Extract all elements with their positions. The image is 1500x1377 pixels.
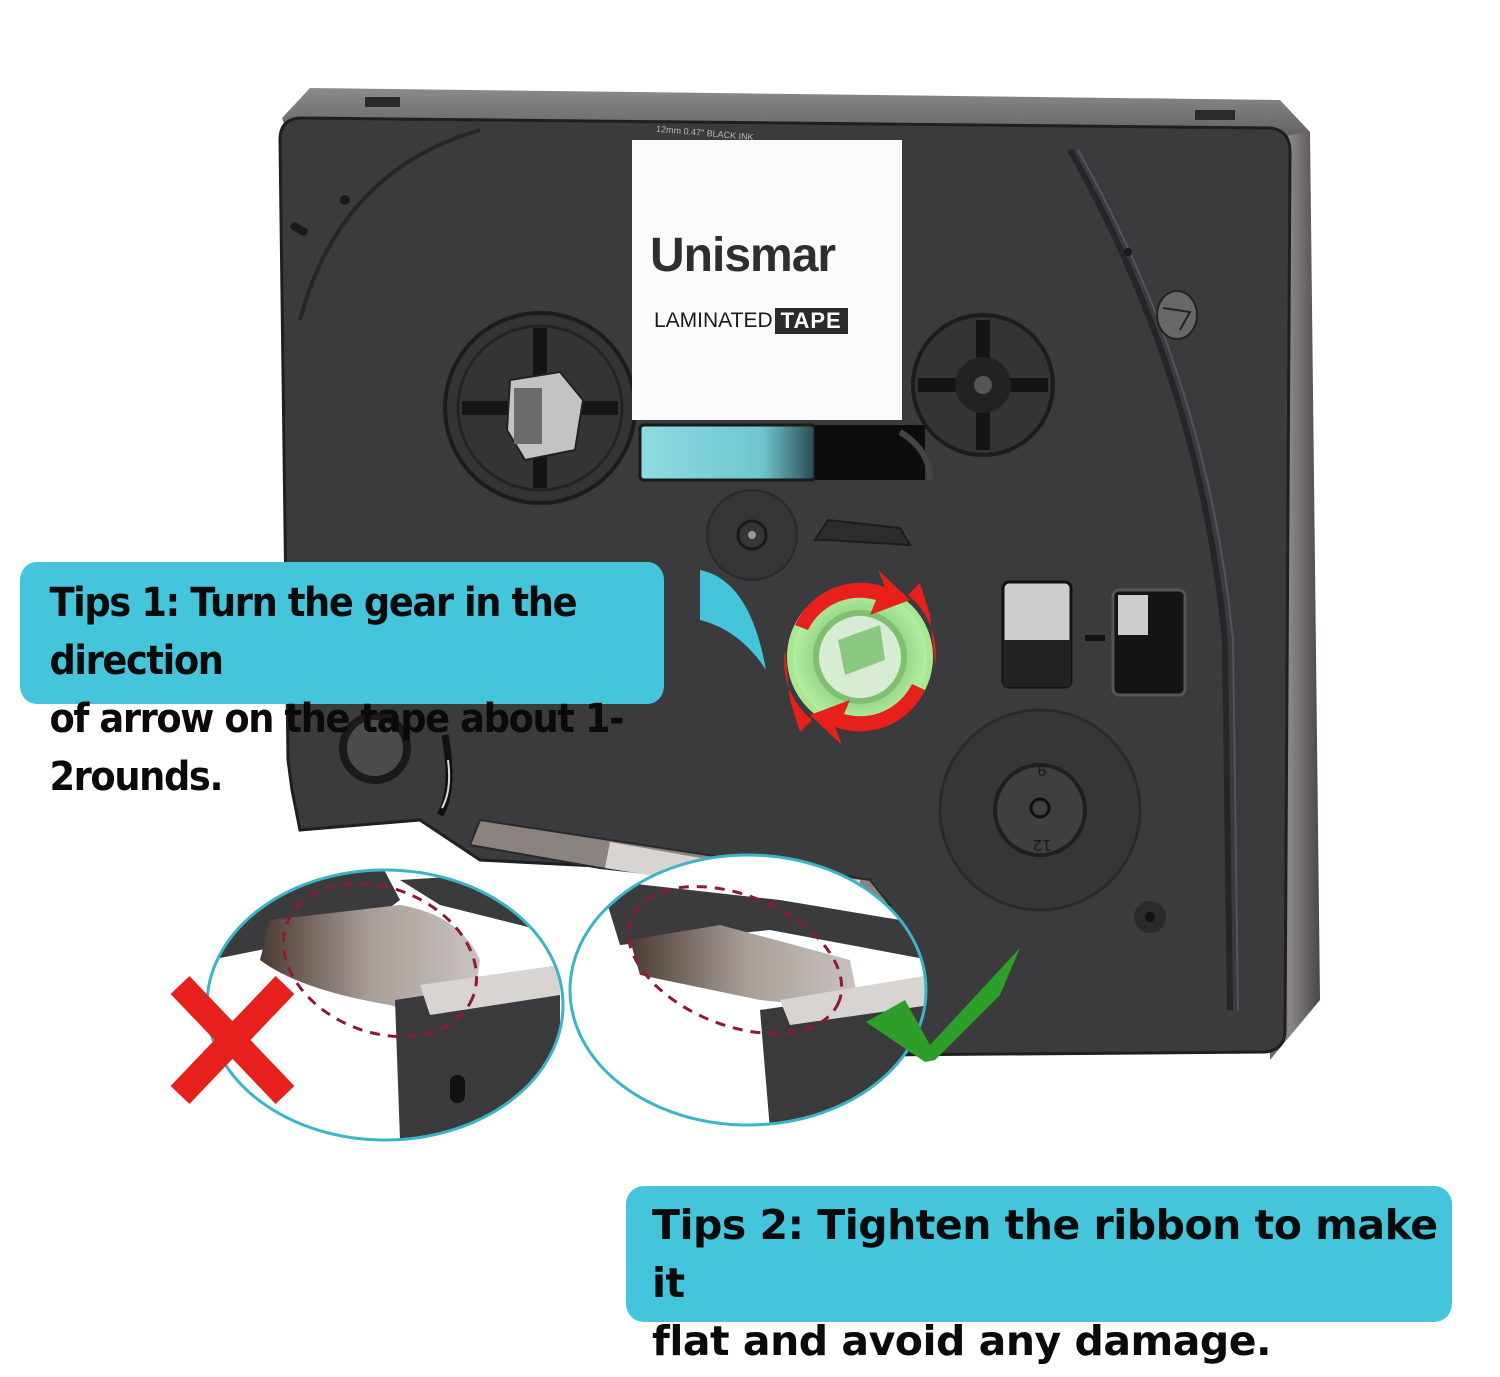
spool-marking-12: 12 <box>1032 836 1051 854</box>
tip1-line1: Tips 1: Turn the gear in the direction <box>49 580 577 684</box>
check-mark-icon <box>866 948 1020 1062</box>
label-tape-badge: TAPE <box>774 308 848 334</box>
tip2-line2: flat and avoid any damage. <box>652 1317 1272 1365</box>
tip1-line2: of arrow on the tape about 1-2rounds. <box>49 696 624 800</box>
cross-mark-icon <box>170 976 295 1104</box>
tip1-callout: Tips 1: Turn the gear in the direction o… <box>20 562 664 800</box>
brand-logo: Unismar <box>650 229 836 282</box>
zoom-correct-ribbon <box>570 855 926 1125</box>
tip2-callout: Tips 2: Tighten the ribbon to make it fl… <box>626 1186 1452 1365</box>
product-label: 12mm 0.47" BLACK INK Unismar LAMINATED T… <box>632 124 902 420</box>
label-laminated-text: LAMINATED <box>654 309 773 332</box>
zoom-wrong-ribbon <box>207 870 563 1140</box>
tip1-pointer <box>700 570 766 670</box>
gear-rotation-icon <box>784 570 936 745</box>
spool-marking-9: 9 <box>1037 761 1047 779</box>
tip2-line1: Tips 2: Tighten the ribbon to make it <box>652 1201 1438 1307</box>
label-lam-row: LAMINATED TAPE <box>654 308 848 334</box>
